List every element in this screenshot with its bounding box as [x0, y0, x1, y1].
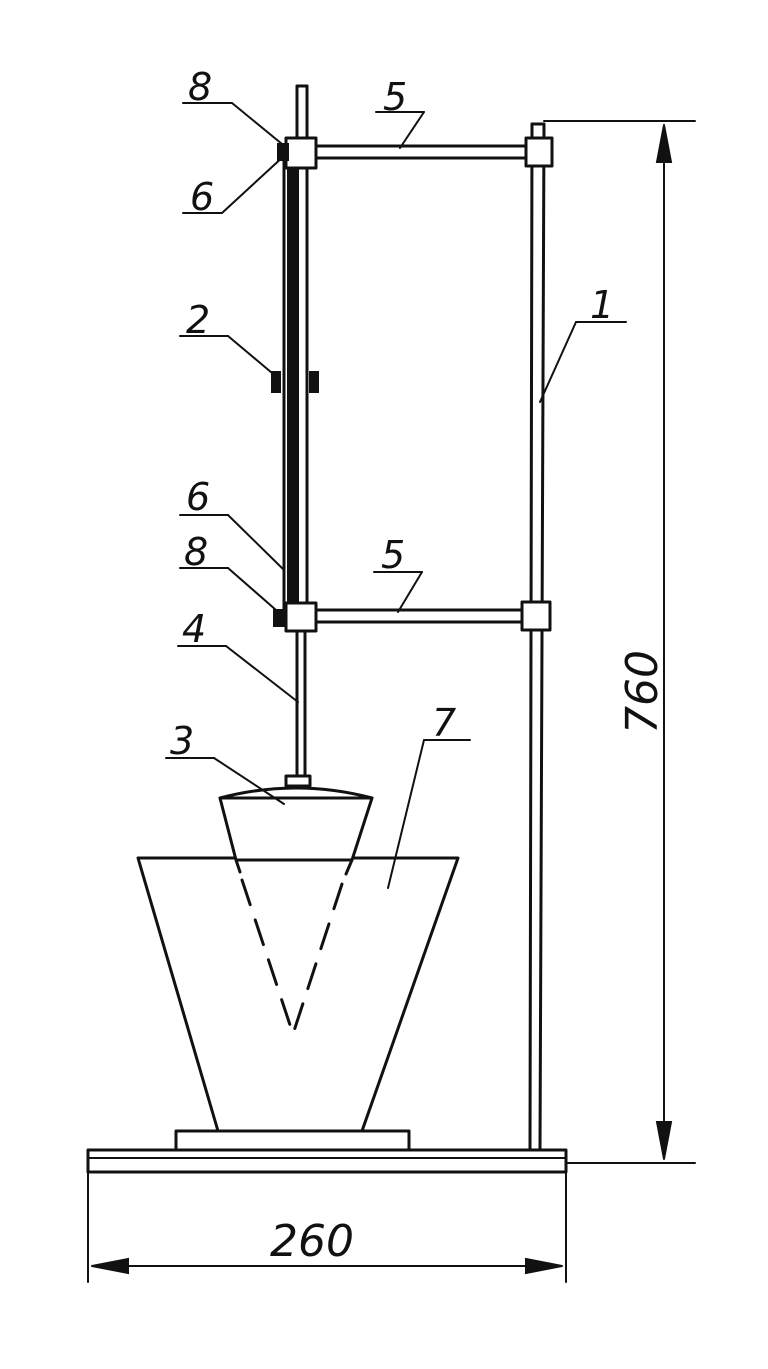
label-6-top: 6	[190, 175, 214, 219]
label-7: 7	[432, 701, 456, 745]
base-plate	[86, 1129, 568, 1174]
stand-rod	[528, 122, 546, 1152]
vertical-rod	[295, 84, 309, 782]
width-dimension	[87, 1171, 567, 1283]
dimension-width-label: 260	[270, 1216, 354, 1267]
clamp-bottom-left	[273, 601, 318, 633]
label-1: 1	[590, 283, 614, 327]
horizontal-arm-bottom	[314, 608, 526, 624]
label-4: 4	[182, 607, 206, 651]
height-dimension	[543, 120, 696, 1164]
graduated-scale	[271, 144, 319, 614]
label-5-bottom: 5	[381, 533, 405, 577]
label-6-bottom: 6	[186, 475, 210, 519]
leader-lines	[165, 102, 627, 889]
label-2: 2	[186, 298, 210, 342]
dimension-height-label: 760	[617, 650, 668, 734]
label-8-bottom: 8	[184, 530, 208, 574]
label-5-top: 5	[383, 75, 407, 119]
label-8-top: 8	[188, 65, 212, 109]
cone	[218, 774, 374, 1036]
vessel	[136, 856, 460, 1133]
clamp-top-left	[277, 136, 318, 170]
horizontal-arm-top	[314, 144, 530, 160]
clamp-top-right	[524, 136, 554, 168]
clamp-bottom-right	[520, 600, 552, 632]
label-3: 3	[170, 719, 194, 763]
